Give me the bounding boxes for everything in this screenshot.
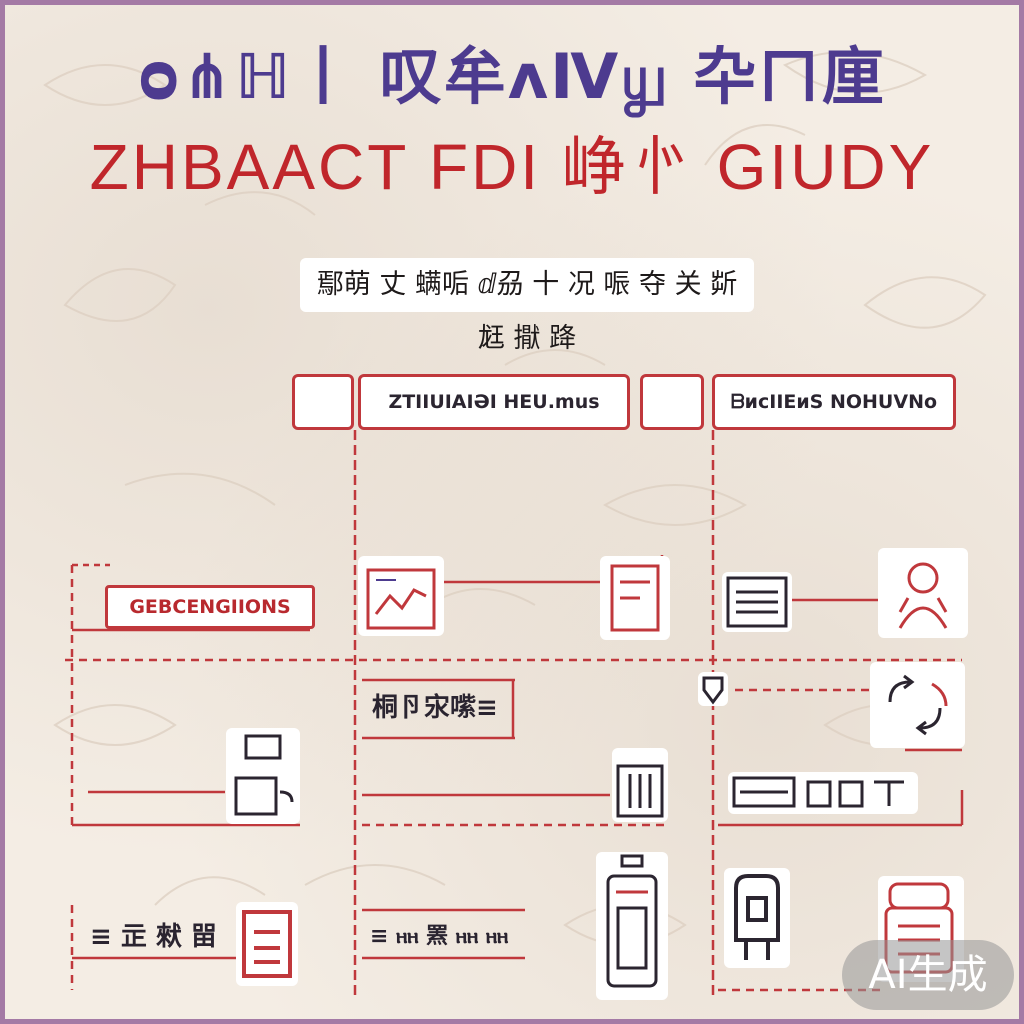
- left-category-label: GEBCENGIIONS: [105, 585, 315, 629]
- header-box-4-label: ᗷᴎᴄIIEᴎS NOHUVNo: [730, 391, 938, 413]
- document-stack-icon: [600, 556, 670, 640]
- shield-marker-icon: [698, 672, 728, 706]
- phone-device-icon: [226, 728, 300, 824]
- header-box-4: ᗷᴎᴄIIEᴎS NOHUVNo: [712, 374, 956, 430]
- header-box-2-label: ZTIIUIAIƏI HEU.mus: [388, 391, 600, 413]
- ai-generated-badge: AI生成: [842, 940, 1014, 1010]
- header-box-2: ZTIIUIAIƏI HEU.mus: [358, 374, 630, 430]
- header-box-1: [292, 374, 354, 430]
- page-title-line1: ᴑ⋔ℍ丨 叹牟ᴧⅣ௶ 卆ㄇ㢆: [138, 40, 886, 113]
- person-figure-icon: [878, 548, 968, 638]
- server-unit-icon: [724, 868, 790, 968]
- subtitle-banner: 鄢萌 丈 螨㖃 ⅆ刕 十 况 㖘 夺 关 㪿 䶭 㩎 跭: [300, 258, 754, 354]
- row4-middle-text: ≡ ⲏⲏ 罴 ⲏⲏ ⲏⲏ: [370, 924, 509, 949]
- clipboard-icon: [236, 902, 298, 986]
- battery-pack-icon: [596, 852, 668, 1000]
- barcode-frame-icon: [612, 748, 668, 822]
- header-box-3: [640, 374, 704, 430]
- envelope-form-icon: [728, 772, 918, 814]
- page-title-line2: ZHBAACT FDI 峥㣺 GIUDY: [89, 131, 935, 203]
- row2-middle-text: 桐卪㲾㗪≡: [372, 693, 498, 723]
- cycle-arrows-icon: [870, 662, 965, 748]
- folder-chart-icon: [358, 556, 444, 636]
- report-list-icon: [722, 572, 792, 632]
- row4-left-text: ≡ 㱏 猌 㽞: [90, 922, 217, 952]
